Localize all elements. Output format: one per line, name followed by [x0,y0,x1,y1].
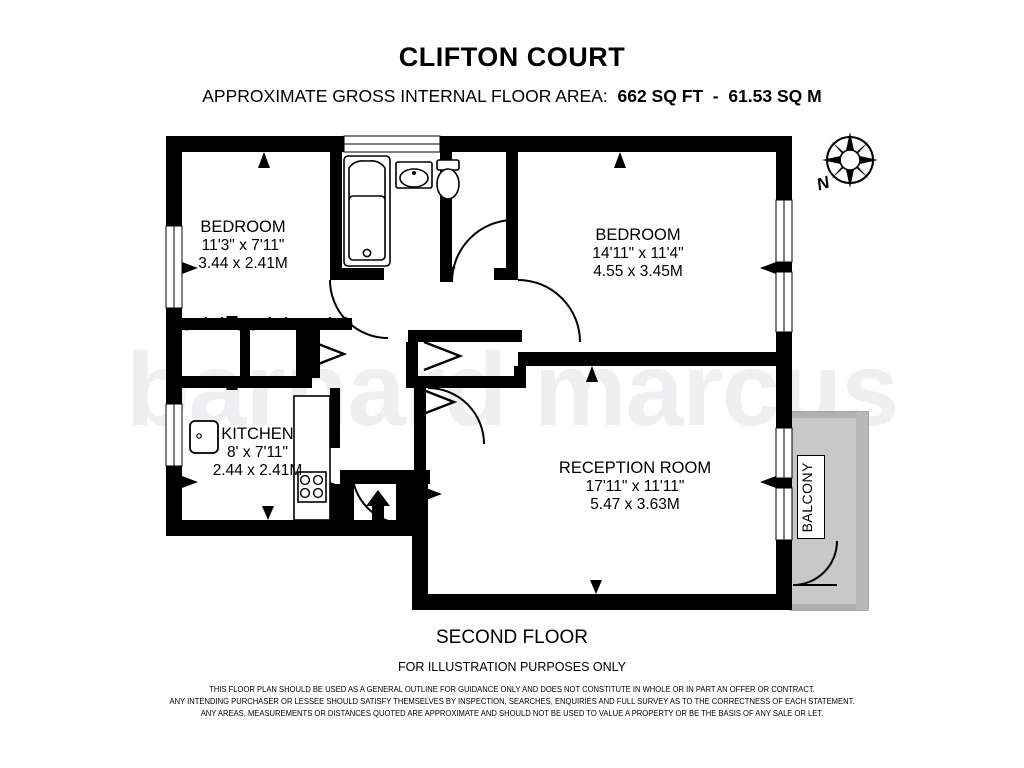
door-swings [307,219,581,525]
disclaimer-line-1: THIS FLOOR PLAN SHOULD BE USED AS A GENE… [209,685,815,694]
room-name: BEDROOM [200,218,286,236]
room-dim-imperial: 8' x 7'11" [226,444,289,462]
room-name: KITCHEN [221,425,294,443]
room-dim-metric: 4.55 x 3.45M [593,263,683,281]
compass-rose-icon [822,132,878,188]
entrance-arrow [366,490,390,528]
room-label-reception: RECEPTION ROOM 17'11" x 11'11" 5.47 x 3.… [485,459,785,514]
room-dim-metric: 2.44 x 2.41M [212,462,303,480]
floor-area-line: APPROXIMATE GROSS INTERNAL FLOOR AREA: 6… [0,86,1024,106]
windows [165,135,793,541]
wall-markers [182,152,776,594]
bathroom-fixtures [343,155,460,267]
illustration-note: FOR ILLUSTRATION PURPOSES ONLY [397,660,627,674]
floor-level-label: SECOND FLOOR [435,627,589,648]
balcony-text: BALCONY [799,462,815,533]
plan-header: CLIFTON COURT APPROXIMATE GROSS INTERNAL… [0,0,1024,106]
exterior-walls [166,136,792,610]
room-name: RECEPTION ROOM [558,459,712,477]
room-dim-imperial: 11'3" x 7'11" [201,237,285,255]
room-label-balcony: BALCONY [797,455,825,540]
floor-area-label: APPROXIMATE GROSS INTERNAL FLOOR AREA: [202,86,608,106]
room-dim-metric: 3.44 x 2.41M [198,255,288,273]
room-dim-imperial: 14'11" x 11'4" [592,245,684,263]
disclaimer-line-3: ANY AREAS, MEASUREMENTS OR DISTANCES QUO… [200,708,824,718]
room-label-bedroom2: BEDROOM 14'11" x 11'4" 4.55 x 3.45M [508,226,768,281]
room-dim-metric: 5.47 x 3.63M [590,496,680,514]
room-dim-imperial: 17'11" x 11'11" [585,478,685,496]
room-name: BEDROOM [595,226,681,244]
floor-area-value: 662 SQ FT - 61.53 SQ M [617,86,822,106]
disclaimer-line-2: ANY INTENDING PURCHASER OR LESSEE SHOULD… [169,696,855,706]
wardrobe-doors [185,316,353,331]
page-title: CLIFTON COURT [398,42,626,72]
room-label-bedroom1: BEDROOM 11'3" x 7'11" 3.44 x 2.41M [128,218,358,273]
kitchen-fixtures [189,395,331,521]
disclaimer-block: THIS FLOOR PLAN SHOULD BE USED AS A GENE… [36,684,988,720]
room-label-kitchen: KITCHEN 8' x 7'11" 2.44 x 2.41M [150,425,365,480]
